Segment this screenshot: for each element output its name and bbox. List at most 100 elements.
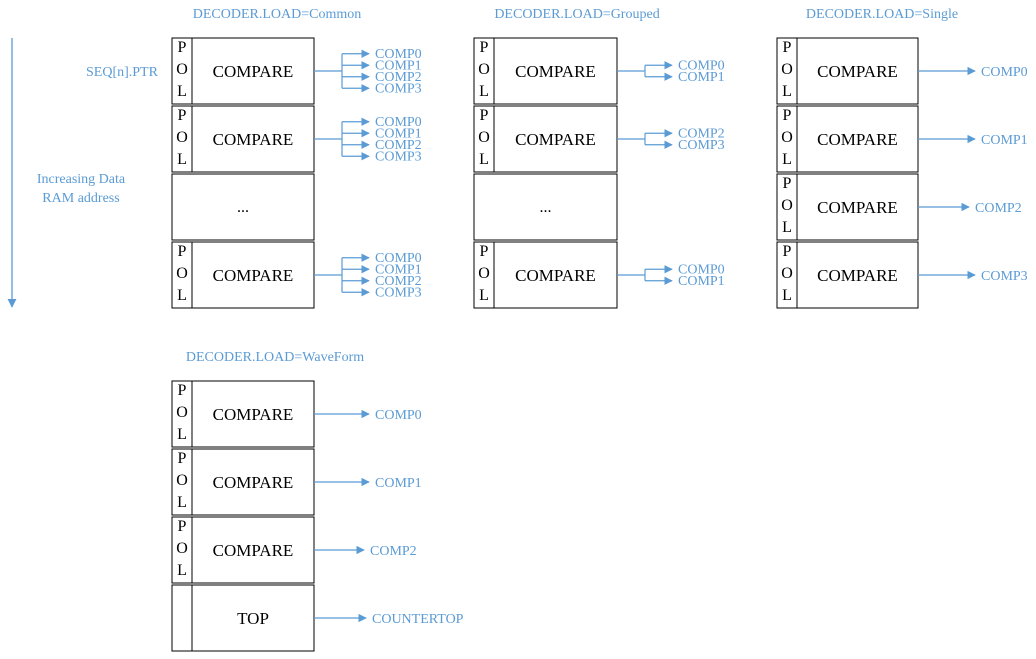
output-label: COMP2 — [678, 126, 725, 141]
pol-letter: L — [782, 83, 792, 100]
compare-label: COMPARE — [213, 266, 294, 285]
compare-label: COMPARE — [213, 130, 294, 149]
pol-letter: O — [478, 129, 490, 146]
pol-letter: L — [479, 83, 489, 100]
output-label: COMP3 — [375, 149, 422, 164]
pol-letter: P — [178, 450, 187, 467]
pol-letter: L — [479, 151, 489, 168]
group-title: DECODER.LOAD=Single — [806, 7, 958, 22]
output-label: COMP2 — [375, 138, 422, 153]
output-label: COMP1 — [375, 58, 422, 73]
pol-letter: O — [176, 129, 188, 146]
pol-letter: O — [176, 540, 188, 557]
output-label: COMP2 — [370, 544, 417, 559]
row-box — [776, 105, 919, 173]
output-label: COMP3 — [981, 269, 1028, 284]
pol-letter: L — [177, 494, 187, 511]
output-label: COMP2 — [375, 70, 422, 85]
row-box — [171, 173, 315, 241]
row-box — [473, 173, 618, 241]
pol-letter: L — [177, 83, 187, 100]
compare-label: COMPARE — [213, 473, 294, 492]
pol-letter: L — [177, 426, 187, 443]
compare-label: COMPARE — [817, 130, 898, 149]
sequence-row: POL COMPARE COMP0 — [776, 37, 1028, 105]
compare-label: COMPARE — [515, 266, 596, 285]
output-label: COMP1 — [678, 70, 725, 85]
compare-label: COMPARE — [515, 62, 596, 81]
pol-letter: P — [178, 39, 187, 56]
pol-letter: O — [781, 265, 793, 282]
compare-label: COMPARE — [213, 405, 294, 424]
pol-letter: O — [478, 61, 490, 78]
pol-letter: P — [178, 382, 187, 399]
output-label: COMP0 — [678, 262, 725, 277]
ellipsis-text: ... — [237, 199, 249, 216]
pol-letter: P — [783, 39, 792, 56]
compare-label: COMPARE — [213, 541, 294, 560]
pol-letter: P — [783, 175, 792, 192]
group-title: DECODER.LOAD=Common — [193, 7, 362, 22]
pol-letter: O — [176, 61, 188, 78]
pol-letter: O — [478, 265, 490, 282]
ellipsis-text: ... — [540, 199, 552, 216]
row-box — [473, 37, 618, 105]
row-box — [171, 516, 315, 584]
output-label: COMP1 — [981, 133, 1028, 148]
row-box — [171, 241, 315, 309]
pol-letter: P — [480, 243, 489, 260]
compare-label: COMPARE — [817, 198, 898, 217]
output-label: COMP1 — [375, 476, 422, 491]
pol-letter: P — [783, 243, 792, 260]
pol-letter: P — [480, 39, 489, 56]
output-label: COUNTERTOP — [372, 612, 464, 627]
compare-label: COMPARE — [817, 62, 898, 81]
row-box — [776, 241, 919, 309]
row-box — [473, 105, 618, 173]
output-label: COMP2 — [375, 274, 422, 289]
compare-label: COMPARE — [213, 62, 294, 81]
sequence-row: ... — [473, 173, 618, 241]
address-label-line1: Increasing Data — [37, 172, 126, 187]
sequence-row: POL COMPARE COMP2 — [171, 516, 417, 584]
pol-letter: P — [178, 243, 187, 260]
output-label: COMP0 — [375, 115, 422, 130]
address-label-line2: RAM address — [42, 191, 119, 206]
output-label: COMP1 — [375, 262, 422, 277]
row-box — [171, 584, 315, 652]
sequence-row: ... — [171, 173, 315, 241]
sequence-row: TOP COUNTERTOP — [171, 584, 464, 652]
pol-letter: L — [177, 287, 187, 304]
output-label: COMP0 — [375, 408, 422, 423]
groups-layer: DECODER.LOAD=CommonPOLCOMPARECOMP0COMP1C… — [171, 7, 1028, 652]
pol-letter: L — [782, 151, 792, 168]
pol-letter: L — [177, 562, 187, 579]
compare-label: COMPARE — [515, 130, 596, 149]
group-title: DECODER.LOAD=Grouped — [494, 7, 659, 22]
row-box — [171, 380, 315, 448]
output-label: COMP1 — [678, 274, 725, 289]
output-label: COMP0 — [678, 58, 725, 73]
decoder-group-common: DECODER.LOAD=CommonPOLCOMPARECOMP0COMP1C… — [171, 7, 422, 309]
output-label: COMP0 — [981, 65, 1028, 80]
output-label: COMP0 — [375, 251, 422, 266]
pol-letter: O — [176, 404, 188, 421]
pol-letter: O — [176, 265, 188, 282]
row-box — [473, 241, 618, 309]
pol-letter: P — [178, 518, 187, 535]
output-label: COMP3 — [678, 138, 725, 153]
pol-letter: L — [479, 287, 489, 304]
compare-label: TOP — [237, 609, 269, 628]
pol-letter: P — [783, 107, 792, 124]
pol-letter: P — [178, 107, 187, 124]
sequence-row: POL COMPARE COMP0 — [171, 380, 422, 448]
pol-letter: L — [177, 151, 187, 168]
pol-letter: O — [781, 61, 793, 78]
